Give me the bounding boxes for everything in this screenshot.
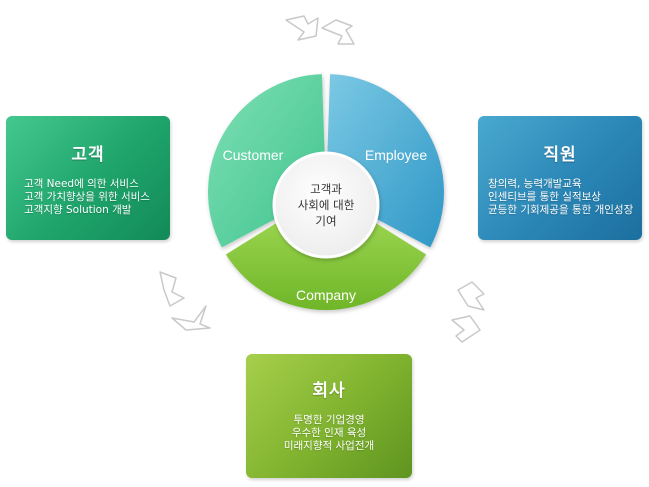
company-card: 회사 투명한 기업경영 우수한 인재 육성 미래지향적 사업전개 xyxy=(246,354,412,478)
customer-card-lines: 고객 Need에 의한 서비스 고객 가치향상을 위한 서비스 고객지향 Sol… xyxy=(24,178,150,217)
employee-card-line: 인센티브를 통한 실적보상 xyxy=(488,191,601,203)
employee-card-title: 직원 xyxy=(543,145,577,165)
recycle-arrow-left-icon xyxy=(159,271,211,331)
company-card-lines: 투명한 기업경영 우수한 인재 육성 미래지향적 사업전개 xyxy=(246,414,412,453)
employee-card-lines: 창의력, 능력개발교육 인센티브를 통한 실적보상 균등한 기회제공을 통한 개… xyxy=(488,178,633,217)
recycle-arrow-right-icon xyxy=(451,281,485,343)
company-card-line: 투명한 기업경영 xyxy=(293,414,365,426)
segment-label-employee: Employee xyxy=(365,147,427,163)
customer-card: 고객 고객 Need에 의한 서비스 고객 가치향상을 위한 서비스 고객지향 … xyxy=(6,116,170,240)
company-card-line: 미래지향적 사업전개 xyxy=(283,440,375,452)
customer-card-title: 고객 xyxy=(71,145,105,165)
employee-card-line: 창의력, 능력개발교육 xyxy=(488,178,582,190)
customer-card-line: 고객 가치향상을 위한 서비스 xyxy=(24,191,150,203)
employee-card-line: 균등한 기회제공을 통한 개인성장 xyxy=(488,204,634,216)
hub-line-2: 사회에 대한 xyxy=(298,198,355,212)
hub-line-3: 기여 xyxy=(315,214,336,228)
customer-card-line: 고객지향 Solution 개발 xyxy=(24,204,132,216)
employee-card: 직원 창의력, 능력개발교육 인센티브를 통한 실적보상 균등한 기회제공을 통… xyxy=(478,116,642,240)
wheel-hub xyxy=(272,151,380,259)
hub-line-1: 고객과 xyxy=(310,182,342,196)
customer-card-line: 고객 Need에 의한 서비스 xyxy=(24,178,139,190)
company-card-line: 우수한 인재 육성 xyxy=(291,427,367,439)
company-card-title: 회사 xyxy=(312,381,346,401)
recycle-arrow-top-icon xyxy=(285,15,355,45)
segment-label-customer: Customer xyxy=(223,147,284,163)
segment-label-company: Company xyxy=(296,287,356,303)
